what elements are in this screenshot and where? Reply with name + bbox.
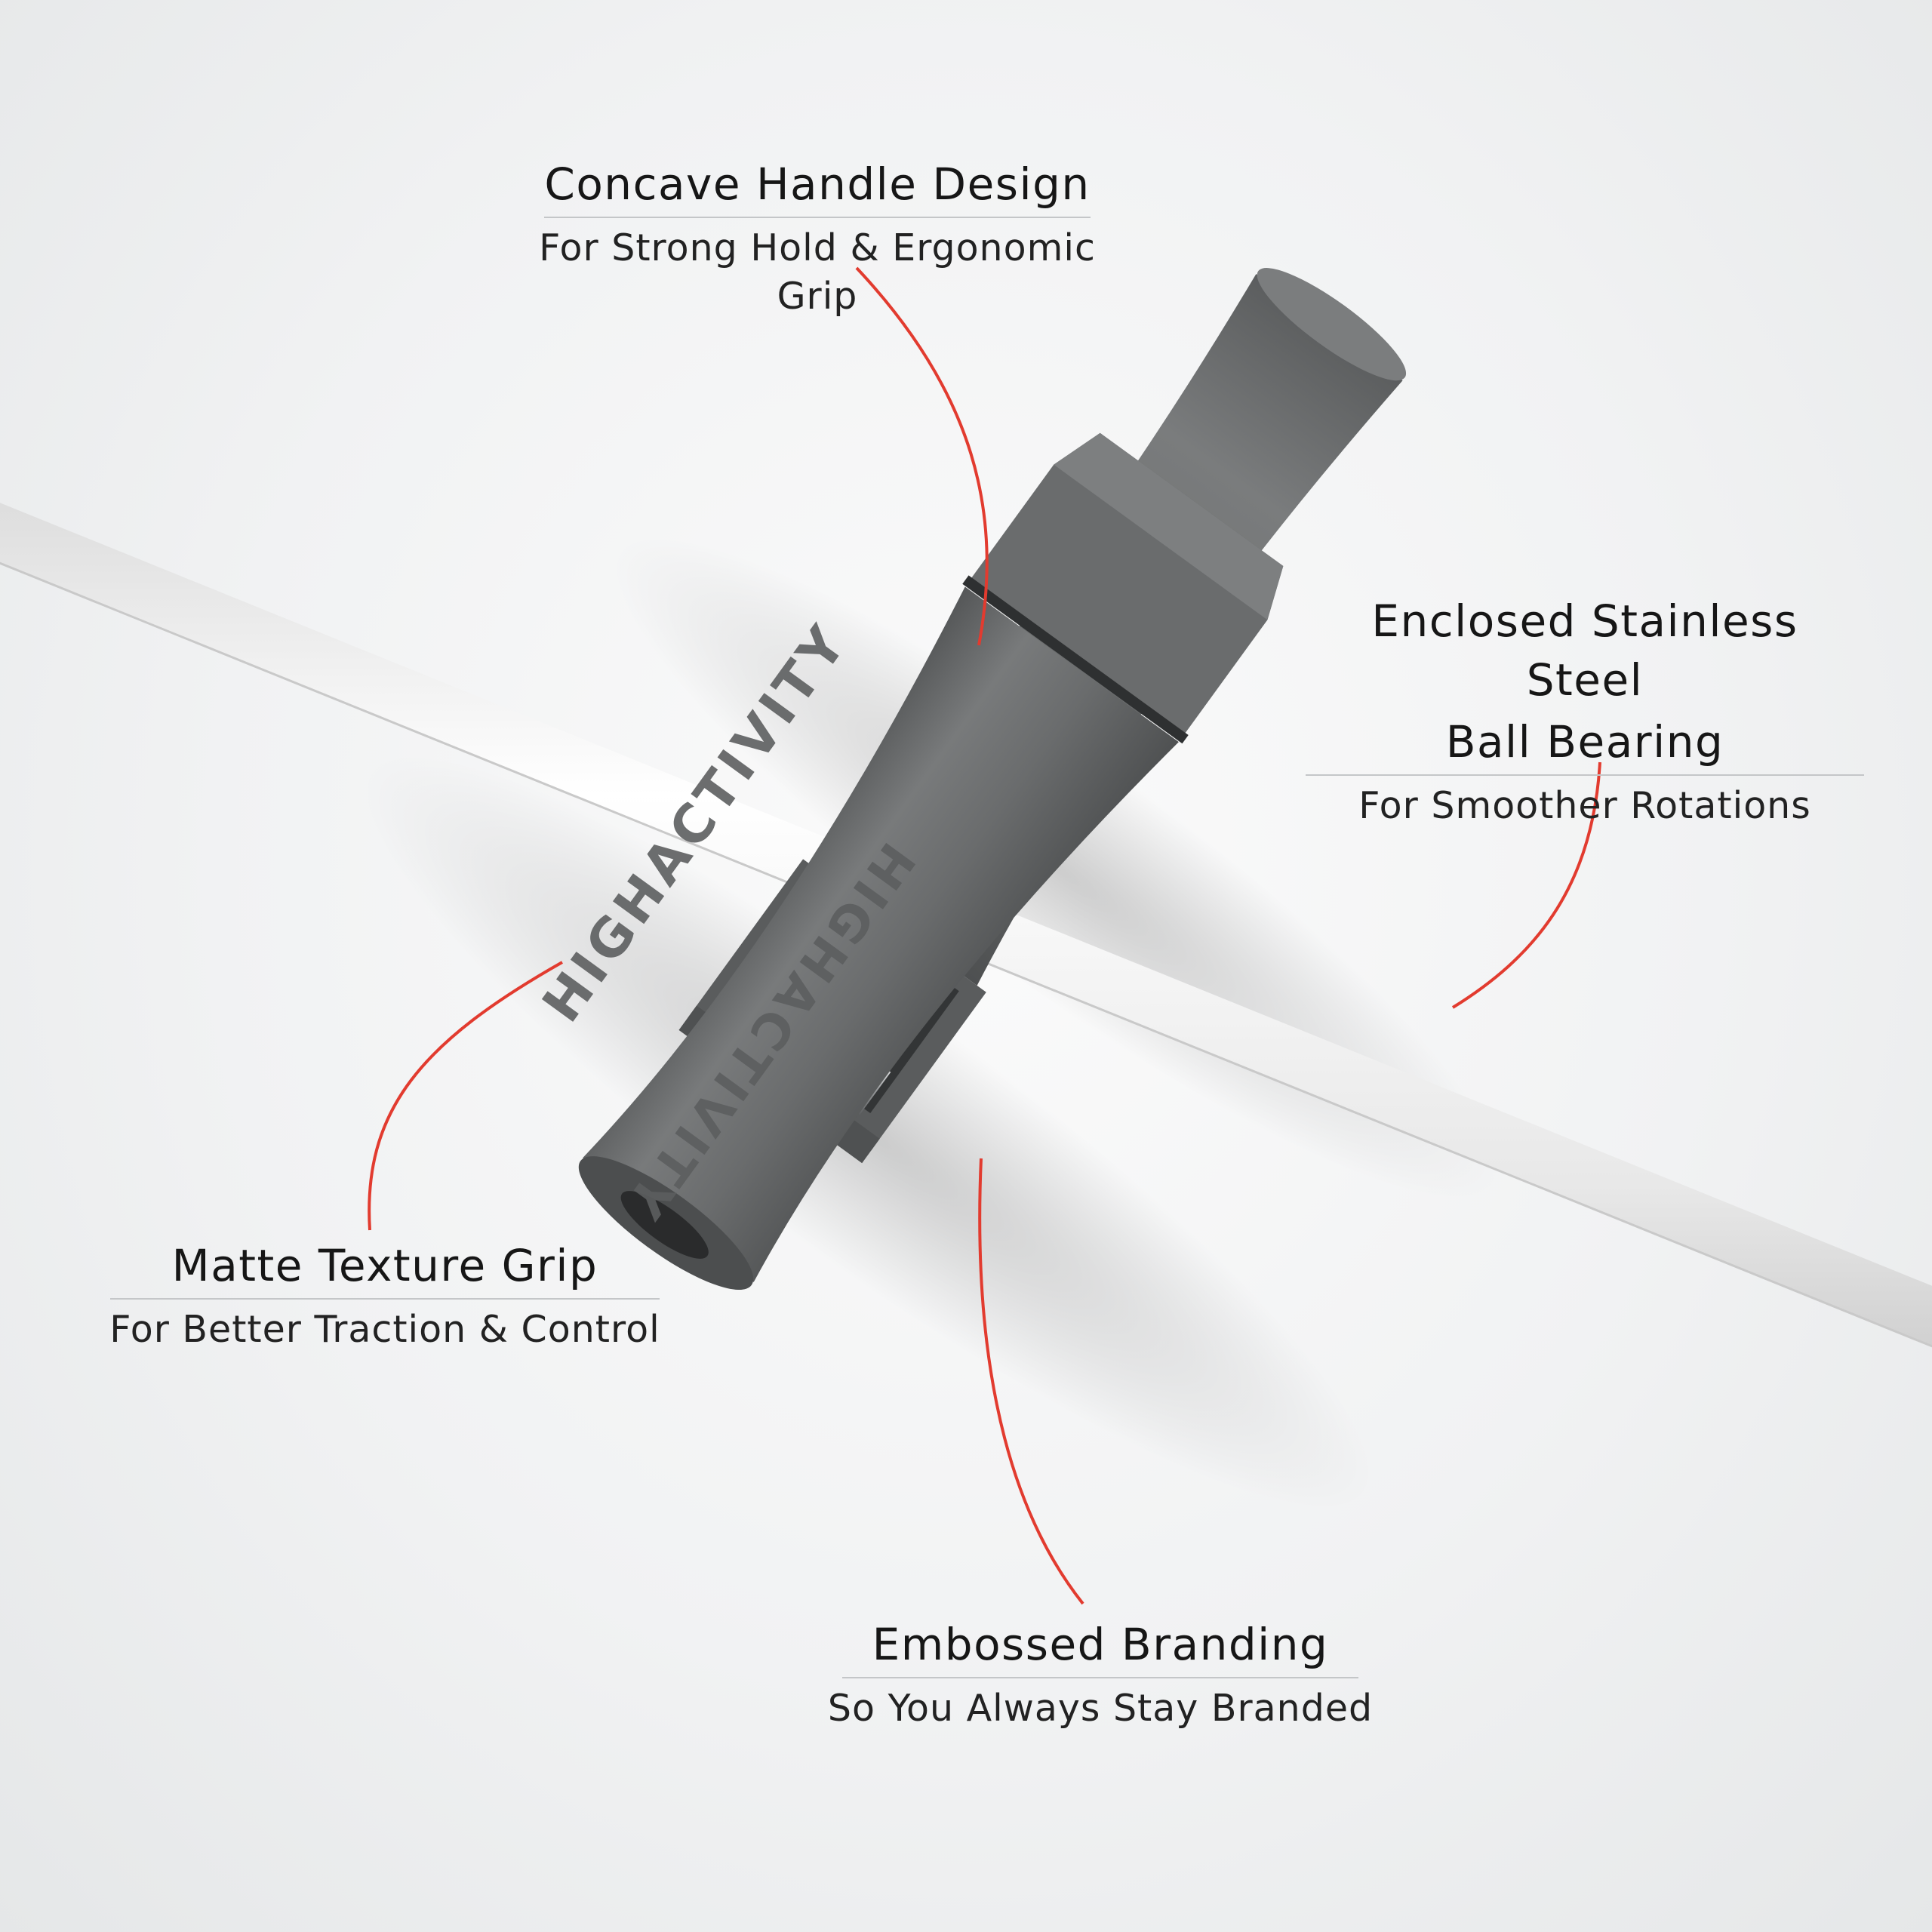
leader-line-concave bbox=[855, 266, 989, 646]
callout-subtitle: So You Always Stay Branded bbox=[827, 1687, 1374, 1730]
callout-title: Embossed Branding bbox=[872, 1619, 1329, 1670]
callout-divider bbox=[110, 1298, 660, 1300]
leader-line-embossed bbox=[978, 1158, 1084, 1605]
leader-line-bearing bbox=[1451, 761, 1601, 1009]
callout-subtitle: For Better Traction & Control bbox=[109, 1308, 660, 1351]
callout-divider bbox=[842, 1677, 1358, 1678]
callout-title-line2: Ball Bearing bbox=[1445, 716, 1724, 768]
callout-subtitle: For Strong Hold & Ergonomic Grip bbox=[539, 226, 1096, 318]
callout-embossed-branding: Embossed Branding So You Always Stay Bra… bbox=[814, 1615, 1387, 1733]
leader-line-matte bbox=[368, 961, 563, 1231]
callout-concave-handle: Concave Handle Design For Strong Hold & … bbox=[504, 155, 1131, 321]
callout-title: Concave Handle Design bbox=[544, 158, 1091, 210]
callout-divider bbox=[1306, 774, 1864, 776]
callout-title: Matte Texture Grip bbox=[171, 1240, 598, 1291]
callout-title-line1: Enclosed Stainless Steel bbox=[1371, 595, 1798, 706]
callout-divider bbox=[544, 217, 1091, 218]
callout-ball-bearing: Enclosed Stainless Steel Ball Bearing Fo… bbox=[1298, 592, 1872, 830]
callout-subtitle: For Smoother Rotations bbox=[1358, 784, 1811, 827]
callout-matte-grip: Matte Texture Grip For Better Traction &… bbox=[98, 1236, 672, 1354]
